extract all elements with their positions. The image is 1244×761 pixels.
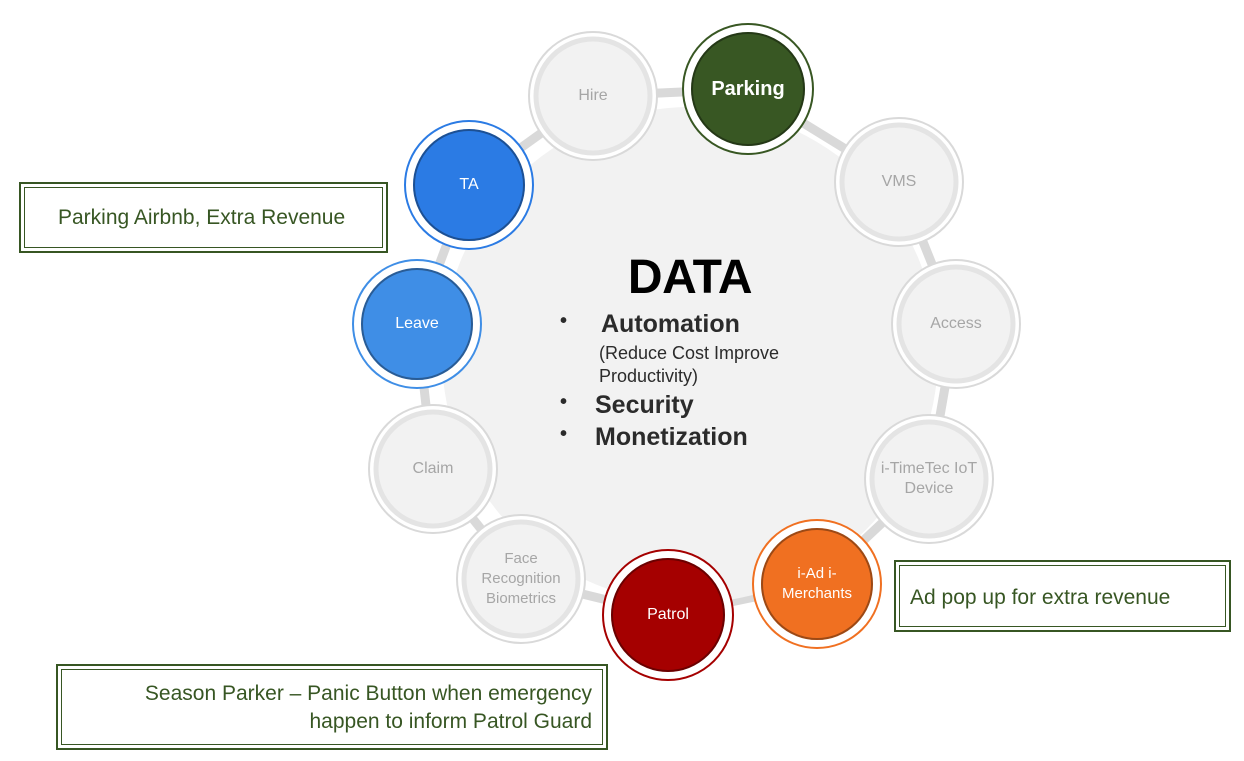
node-access-fill — [896, 264, 1016, 384]
node-iad-fill — [759, 526, 875, 642]
bullet-dot: • — [560, 310, 568, 332]
callout-season-parker: Season Parker – Panic Button when emerge… — [56, 664, 608, 750]
callout-season-parker-line1: Season Parker – Panic Button when emerge… — [144, 682, 592, 705]
bullet-security-label: Security — [595, 391, 694, 419]
node-leave — [352, 259, 482, 389]
nodes-layer — [352, 23, 1021, 681]
bullet-dot: • — [560, 391, 568, 413]
node-hire-fill — [533, 36, 653, 156]
center-title: DATA — [627, 251, 753, 304]
node-ta — [404, 120, 534, 250]
node-patrol-fill — [609, 556, 727, 674]
node-leave-fill — [359, 266, 475, 382]
node-parking — [682, 23, 814, 155]
node-iad-shade — [761, 528, 873, 640]
center-disc — [442, 107, 938, 603]
node-vms — [834, 117, 964, 247]
node-face-fill — [461, 519, 581, 639]
node-leave-shade — [361, 268, 473, 380]
bullet-automation-sub: (Reduce Cost Improve Productivity) — [599, 343, 780, 386]
node-claim-fill — [373, 409, 493, 529]
node-face — [456, 514, 586, 644]
node-hire — [528, 31, 658, 161]
node-ta-fill — [411, 127, 527, 243]
node-patrol — [602, 549, 734, 681]
node-access — [891, 259, 1021, 389]
bullet-monetization-label: Monetization — [595, 423, 748, 451]
node-itimetec — [864, 414, 994, 544]
callout-ad-popup-text: Ad pop up for extra revenue — [910, 586, 1171, 609]
callout-parking-airbnb: Parking Airbnb, Extra Revenue — [19, 182, 388, 253]
callout-season-parker-line2: happen to inform Patrol Guard — [309, 710, 593, 733]
bullet-automation-label: Automation — [601, 310, 740, 338]
node-claim — [368, 404, 498, 534]
node-parking-fill — [689, 30, 807, 148]
callout-parking-airbnb-text: Parking Airbnb, Extra Revenue — [58, 206, 346, 229]
node-ta-shade — [413, 129, 525, 241]
node-parking-shade — [691, 32, 805, 146]
node-vms-fill — [839, 122, 959, 242]
node-iad — [752, 519, 882, 649]
callout-ad-popup: Ad pop up for extra revenue — [894, 560, 1231, 632]
node-patrol-shade — [611, 558, 725, 672]
bullet-dot: • — [560, 423, 568, 445]
node-itimetec-fill — [869, 419, 989, 539]
